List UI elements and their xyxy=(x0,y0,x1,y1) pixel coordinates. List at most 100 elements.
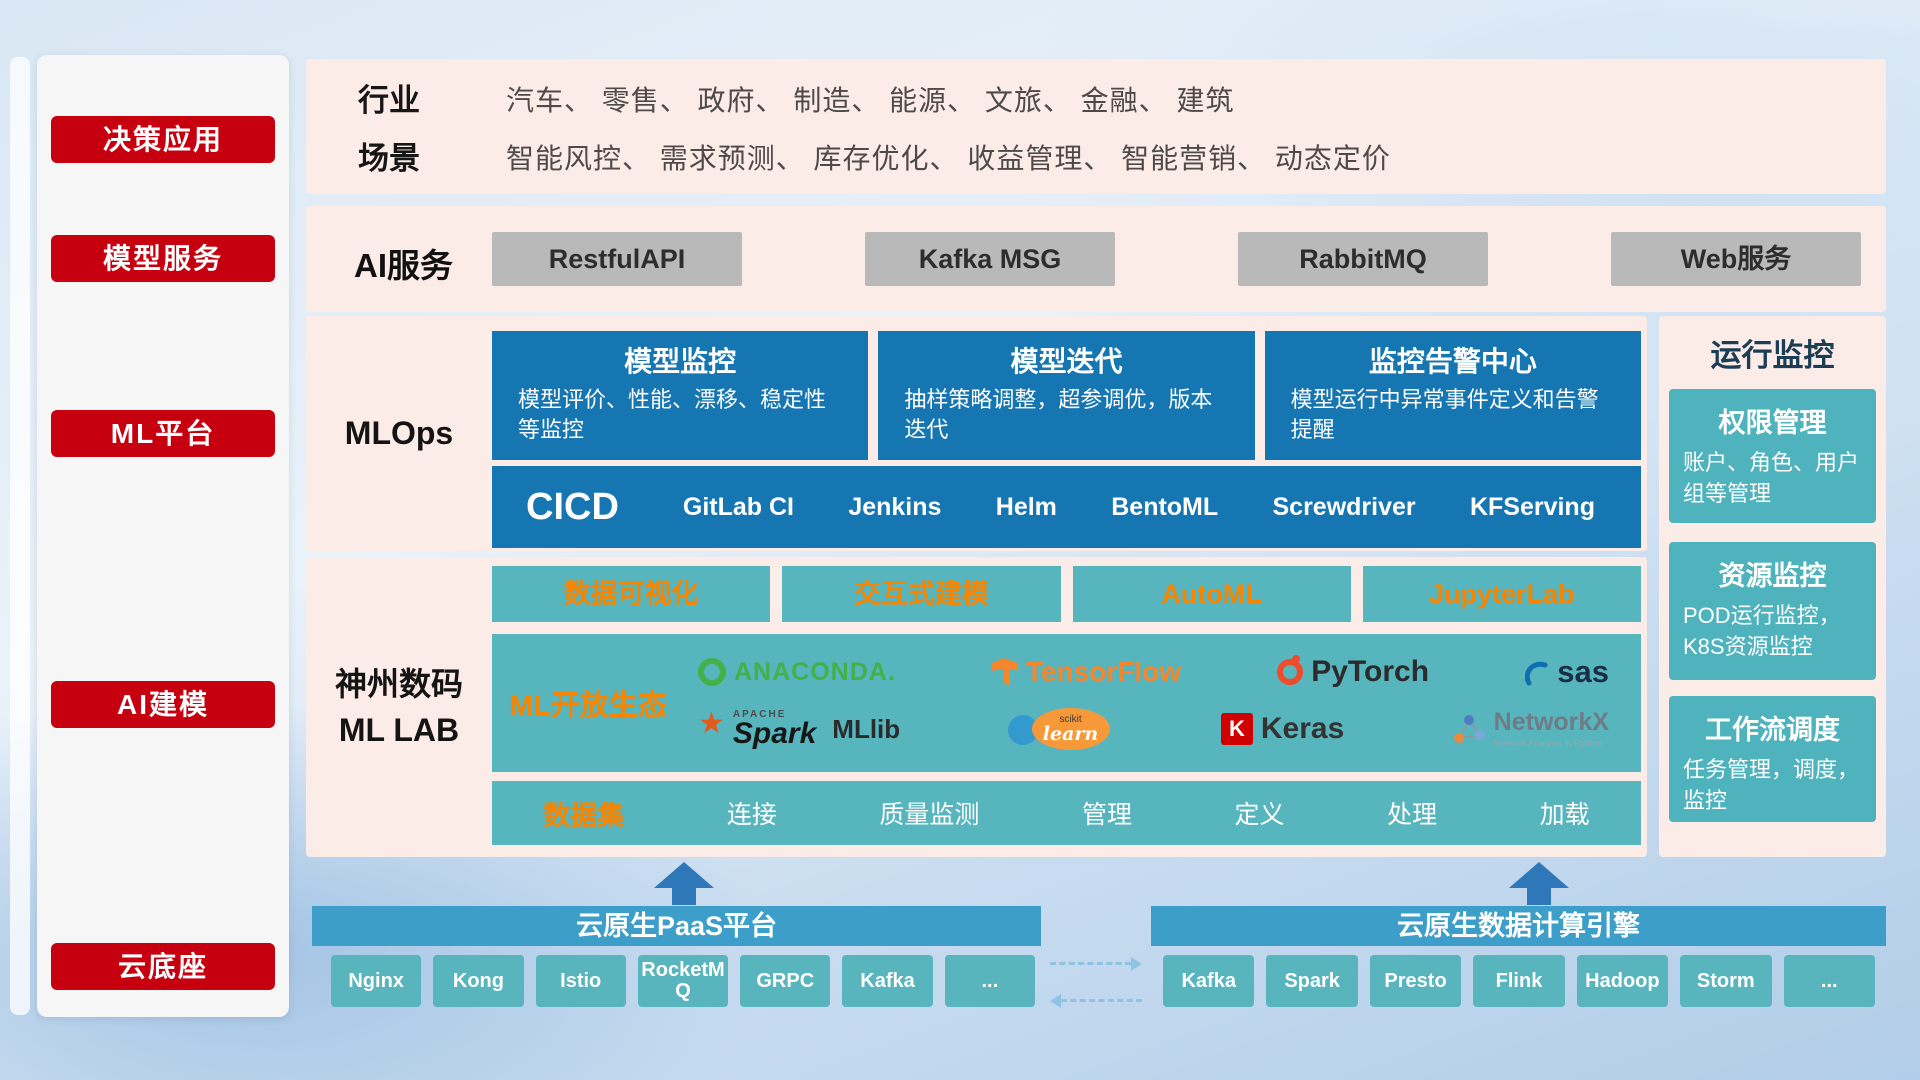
card-desc: POD运行监控，K8S资源监控 xyxy=(1683,603,1841,659)
istio-chip[interactable]: Istio xyxy=(535,955,626,1007)
automl-button[interactable]: AutoML xyxy=(1072,566,1351,622)
card-desc: 模型评价、性能、漂移、稳定性等监控 xyxy=(518,387,827,442)
mlops-label: MLOps xyxy=(344,415,454,452)
left-edge-strip xyxy=(10,57,30,1015)
ai-service-buttons: RestfulAPI Kafka MSG RabbitMQ Web服务 xyxy=(492,232,1861,286)
kong-chip[interactable]: Kong xyxy=(433,955,524,1007)
spark-chip[interactable]: Spark xyxy=(1266,955,1358,1007)
runtime-monitor-panel: 运行监控 权限管理 账户、角色、用户组等管理 资源监控 POD运行监控，K8S资… xyxy=(1659,316,1886,857)
workflow-schedule-card: 工作流调度 任务管理，调度，监控 xyxy=(1669,696,1876,822)
tensorflow-logo: TensorFlow xyxy=(991,656,1182,688)
cicd-item-gitlab-ci: GitLab CI xyxy=(682,492,794,521)
resource-monitor-card: 资源监控 POD运行监控，K8S资源监控 xyxy=(1669,542,1876,680)
logo-row-2: ★ APACHE Spark MLlib scikit learn xyxy=(684,706,1623,752)
networkx-subtitle: Network Analysis in Python xyxy=(1493,738,1603,748)
jupyterlab-button[interactable]: JupyterLab xyxy=(1362,566,1641,622)
scikit-learn-logo: scikit learn xyxy=(1007,706,1114,752)
kafka-chip[interactable]: Kafka xyxy=(842,955,933,1007)
card-title: 工作流调度 xyxy=(1705,715,1840,745)
cicd-label: CICD xyxy=(526,485,619,528)
spark-apache-text: APACHE xyxy=(732,709,787,721)
model-monitoring-card: 模型监控 模型评价、性能、漂移、稳定性等监控 xyxy=(492,331,869,460)
spark-mllib-logo: ★ APACHE Spark MLlib xyxy=(698,709,900,749)
up-arrow-icon xyxy=(1509,862,1569,905)
cicd-item-helm: Helm xyxy=(995,492,1057,521)
scikit-text: scikit xyxy=(1059,713,1082,725)
restfulapi-button[interactable]: RestfulAPI xyxy=(492,232,742,286)
paas-platform-header: 云原生PaaS平台 xyxy=(312,906,1041,946)
tensorflow-text: TensorFlow xyxy=(1025,656,1182,687)
dataset-item-quality: 质量监测 xyxy=(879,801,980,829)
keras-logo: K Keras xyxy=(1220,712,1345,746)
cicd-item-kfserving: KFServing xyxy=(1469,492,1595,521)
scenario-label: 场景 xyxy=(358,141,420,176)
card-title: 模型迭代 xyxy=(1010,346,1123,377)
more-chip[interactable]: ... xyxy=(944,955,1035,1007)
dataset-bar: 数据集 连接 质量监测 管理 定义 处理 加载 xyxy=(492,781,1641,845)
cicd-item-screwdriver: Screwdriver xyxy=(1272,492,1416,521)
interactive-modeling-button[interactable]: 交互式建模 xyxy=(782,566,1061,622)
permission-card: 权限管理 账户、角色、用户组等管理 xyxy=(1669,389,1876,523)
flink-chip[interactable]: Flink xyxy=(1473,955,1565,1007)
web-service-button[interactable]: Web服务 xyxy=(1611,232,1861,286)
dataset-label: 数据集 xyxy=(543,800,625,831)
dataset-item-manage: 管理 xyxy=(1081,801,1132,829)
pytorch-icon xyxy=(1277,655,1304,685)
left-sidebar: 决策应用 模型服务 ML平台 AI建模 云底座 xyxy=(37,55,289,1017)
kafka-msg-button[interactable]: Kafka MSG xyxy=(865,232,1115,286)
dataset-item-process: 处理 xyxy=(1387,801,1438,829)
scikit-orange-icon: scikit learn xyxy=(1031,708,1110,750)
card-title: 模型监控 xyxy=(624,346,737,377)
anaconda-text: ANACONDA. xyxy=(734,657,896,686)
cicd-item-bentoml: BentoML xyxy=(1111,492,1219,521)
nginx-chip[interactable]: Nginx xyxy=(331,955,422,1007)
sas-swoosh-icon xyxy=(1525,661,1548,686)
mllib-text: MLlib xyxy=(832,713,901,744)
ml-ecosystem-box: ML开放生态 ANACONDA. TensorFlow PyTorch xyxy=(492,634,1641,772)
dashed-arrow-left-icon xyxy=(1050,994,1142,1008)
sidebar-item-model-service[interactable]: 模型服务 xyxy=(51,235,275,282)
runtime-monitor-title: 运行监控 xyxy=(1710,338,1835,373)
presto-chip[interactable]: Presto xyxy=(1369,955,1462,1007)
hadoop-chip[interactable]: Hadoop xyxy=(1576,955,1669,1007)
sidebar-item-cloud-base[interactable]: 云底座 xyxy=(51,943,275,990)
keras-text: Keras xyxy=(1260,712,1345,745)
storm-chip[interactable]: Storm xyxy=(1680,955,1772,1007)
cicd-item-jenkins: Jenkins xyxy=(848,492,942,521)
data-visualization-button[interactable]: 数据可视化 xyxy=(492,566,771,622)
rabbitmq-button[interactable]: RabbitMQ xyxy=(1238,232,1488,286)
sas-logo: sas xyxy=(1525,654,1609,690)
model-iteration-card: 模型迭代 抽样策略调整，超参调优，版本迭代 xyxy=(878,331,1255,460)
rocketmq-chip[interactable]: RocketMQ xyxy=(637,955,729,1007)
card-desc: 任务管理，调度，监控 xyxy=(1683,757,1860,813)
anaconda-icon xyxy=(698,658,726,686)
engine-chips: Kafka Spark Presto Flink Hadoop Storm ..… xyxy=(1163,955,1875,1007)
mllab-label-line2: ML LAB xyxy=(338,712,460,748)
spark-text: Spark xyxy=(732,717,817,751)
grpc-chip[interactable]: GRPC xyxy=(740,955,831,1007)
more-chip[interactable]: ... xyxy=(1783,955,1875,1007)
sidebar-item-ai-modeling[interactable]: AI建模 xyxy=(51,681,275,728)
dashed-arrow-right-icon xyxy=(1050,957,1142,971)
tensorflow-icon xyxy=(991,658,1018,686)
kafka-chip[interactable]: Kafka xyxy=(1163,955,1255,1007)
networkx-logo: NetworkX Network Analysis in Python xyxy=(1452,710,1609,748)
pytorch-text: PyTorch xyxy=(1311,655,1430,688)
dataset-item-connect: 连接 xyxy=(726,801,777,829)
ecosystem-logos: ANACONDA. TensorFlow PyTorch sas xyxy=(684,634,1641,772)
card-desc: 模型运行中异常事件定义和告警提醒 xyxy=(1290,387,1599,442)
ai-service-label: AI服务 xyxy=(354,247,453,284)
spark-star-icon: ★ xyxy=(698,707,725,740)
logo-row-1: ANACONDA. TensorFlow PyTorch sas xyxy=(684,654,1623,690)
sidebar-item-ml-platform[interactable]: ML平台 xyxy=(51,410,275,457)
card-desc: 抽样策略调整，超参调优，版本迭代 xyxy=(904,387,1213,442)
up-arrow-icon xyxy=(654,862,714,905)
card-title: 权限管理 xyxy=(1718,408,1827,438)
alert-center-card: 监控告警中心 模型运行中异常事件定义和告警提醒 xyxy=(1264,331,1641,460)
sidebar-item-decision-apps[interactable]: 决策应用 xyxy=(51,116,275,163)
paas-chips: Nginx Kong Istio RocketMQ GRPC Kafka ... xyxy=(331,955,1035,1007)
card-title: 监控告警中心 xyxy=(1368,346,1537,377)
dataset-item-load: 加载 xyxy=(1539,801,1590,829)
networkx-icon xyxy=(1453,715,1485,743)
